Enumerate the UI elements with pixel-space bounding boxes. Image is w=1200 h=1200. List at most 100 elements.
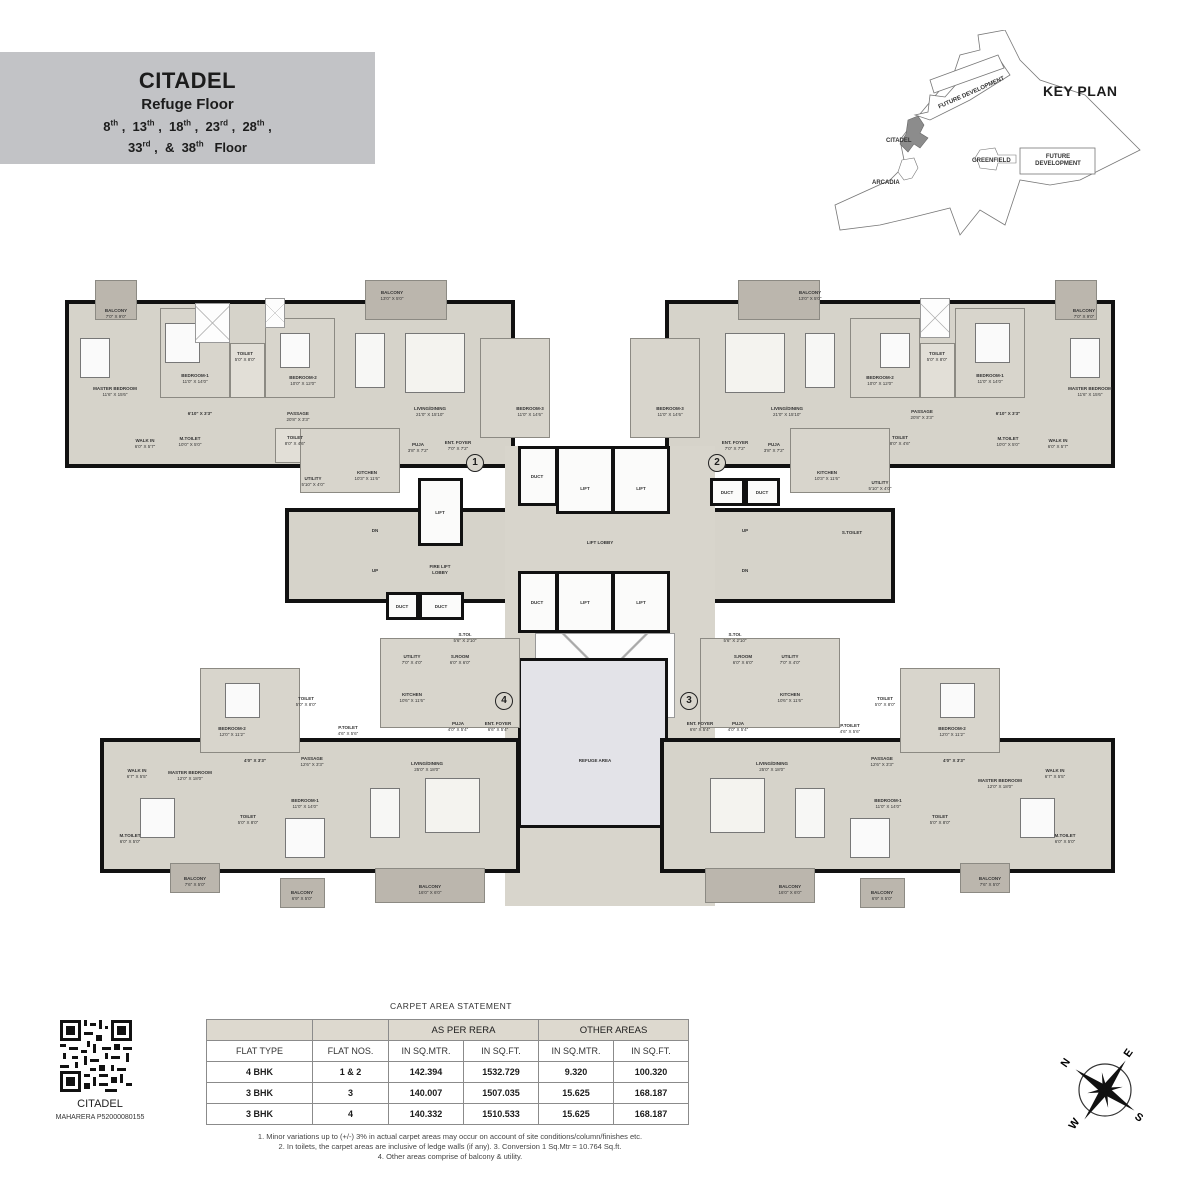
flat-2-balcony-small (1055, 280, 1097, 320)
note-2: 2. In toilets, the carpet areas are incl… (278, 1142, 622, 1151)
bed-icon (880, 333, 910, 368)
bed-icon (850, 818, 890, 858)
duct-a (386, 592, 419, 620)
flat-number-4: 4 (495, 692, 513, 710)
column-header: IN SQ.FT. (463, 1040, 539, 1062)
site-outline-icon (834, 29, 1141, 236)
key-plan-greenfield: GREENFIELD (972, 158, 1011, 164)
cell-other-sqm: 15.625 (538, 1082, 614, 1104)
floor-list: 8th , 13th , 18th , 23rd , 28th , 33rd ,… (0, 115, 375, 156)
cell-rera-sqft: 1510.533 (463, 1103, 539, 1125)
qr-code-icon (60, 1020, 132, 1092)
cell-rera-sqft: 1532.729 (463, 1061, 539, 1083)
cell-flat-type: 3 BHK (206, 1103, 313, 1125)
fire-lift-label: LIFT (435, 510, 445, 515)
flat-3-balcony-bed1 (860, 878, 905, 908)
dining-table-icon (370, 788, 400, 838)
flat-4-balcony-living (375, 868, 485, 903)
flat-number-1: 1 (466, 454, 484, 472)
group-header-rera: AS PER RERA (388, 1019, 539, 1041)
duct-label: DUCT (720, 490, 734, 495)
maharera-number: MAHARERA P52000080155 (55, 1114, 145, 1121)
compass-s: S (1132, 1111, 1145, 1125)
cell-other-sqft: 168.187 (613, 1103, 689, 1125)
flat-1-bedroom-3 (480, 338, 550, 438)
bed-icon (165, 323, 200, 363)
compass-rose-icon: N E S W (1050, 1040, 1150, 1140)
note-3: 4. Other areas comprise of balcony & uti… (377, 1152, 523, 1161)
bed-icon (140, 798, 175, 838)
lift-2 (612, 446, 670, 514)
title-box: CITADEL Refuge Floor 8th , 13th , 18th ,… (0, 52, 375, 164)
cell-flat-nos: 1 & 2 (312, 1061, 389, 1083)
cell-flat-type: 4 BHK (206, 1061, 313, 1083)
column-header: FLAT TYPE (206, 1040, 313, 1062)
group-header-blank (312, 1019, 389, 1041)
column-header: FLAT NOS. (312, 1040, 389, 1062)
bed-icon (285, 818, 325, 858)
bed-icon (1070, 338, 1100, 378)
cell-other-sqft: 100.320 (613, 1061, 689, 1083)
lift-1 (556, 446, 614, 514)
stair-dn-label: DN (371, 528, 379, 533)
column-header: IN SQ.FT. (613, 1040, 689, 1062)
note-1: 1. Minor variations up to (+/-) 3% in ac… (257, 1132, 643, 1141)
flat-3-balcony-master (960, 863, 1010, 893)
qr-code[interactable] (60, 1020, 132, 1092)
stair-dn-label: DN (741, 568, 749, 573)
key-plan-future-development-2: FUTURE DEVELOPMENT (1035, 154, 1081, 167)
key-plan-arcadia: ARCADIA (872, 180, 900, 186)
stair-block-left (285, 508, 525, 603)
group-header-other: OTHER AREAS (538, 1019, 689, 1041)
stair-up-label: UP (741, 528, 749, 533)
flat-number-2: 2 (708, 454, 726, 472)
cell-other-sqft: 168.187 (613, 1082, 689, 1104)
bed-icon (1020, 798, 1055, 838)
room-label: 4'0" X 3'3" (943, 758, 965, 763)
bed-icon (975, 323, 1010, 363)
room-label: S.TOI.5'6" X 2'10" (723, 632, 747, 643)
duct-b (419, 592, 464, 620)
shaft (195, 303, 230, 343)
bed-icon (225, 683, 260, 718)
project-title: CITADEL (138, 68, 237, 93)
lift-4 (612, 571, 670, 633)
s-toilet-label: S.TOILET (841, 530, 863, 535)
duct-label: DUCT (530, 600, 544, 605)
cell-rera-sqm: 142.394 (388, 1061, 464, 1083)
compass-e: E (1122, 1047, 1136, 1060)
stair-up-label: UP (371, 568, 379, 573)
